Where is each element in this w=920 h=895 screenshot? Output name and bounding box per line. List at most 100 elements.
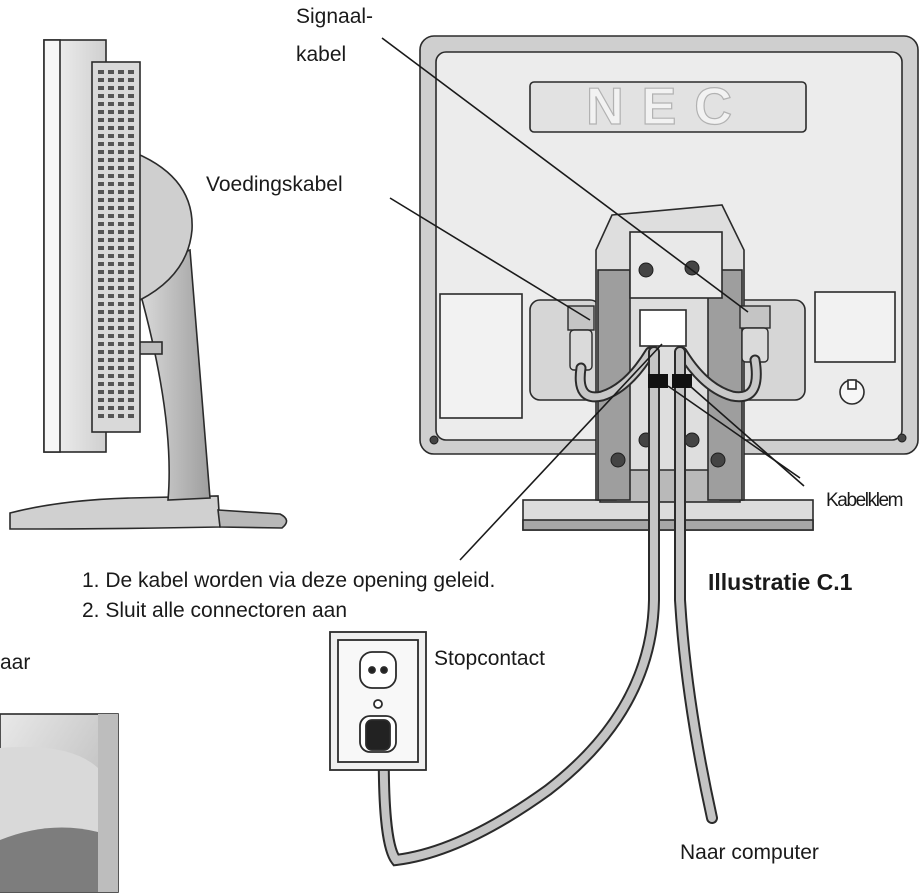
vent-slot [128, 374, 134, 378]
label-outlet: Stopcontact [434, 647, 545, 670]
screw [610, 452, 626, 468]
vent-slot [98, 142, 104, 146]
vent-slot [128, 294, 134, 298]
side-bezel-edge [43, 39, 61, 453]
screw [684, 432, 700, 448]
vent-slot [108, 206, 114, 210]
vent-slot [98, 270, 104, 274]
vent-slot [128, 86, 134, 90]
instruction-list: 1. De kabel worden via deze opening gele… [82, 566, 495, 626]
vent-slot [128, 206, 134, 210]
vent-slot [118, 94, 124, 98]
vent-slot [118, 342, 124, 346]
vent-slot [128, 366, 134, 370]
vent-slot [98, 326, 104, 330]
vent-slot [118, 230, 124, 234]
power-cable-fill [379, 348, 658, 865]
vent-slot [118, 398, 124, 402]
corner-screw [897, 433, 907, 443]
vent-slot [128, 398, 134, 402]
vent-slot [108, 366, 114, 370]
outlet-screw [373, 699, 383, 709]
vent-slot [108, 406, 114, 410]
instruction-step-2: 2. Sluit alle connectoren aan [82, 599, 348, 622]
vent-slot [98, 198, 104, 202]
vent-slot [128, 254, 134, 258]
outlet-pin [380, 666, 388, 674]
vent-slot [118, 102, 124, 106]
vent-slot [108, 94, 114, 98]
vent-slot [98, 230, 104, 234]
vent-slot [128, 246, 134, 250]
outlet-pin [368, 666, 376, 674]
vent-slot [128, 182, 134, 186]
vent-slot [118, 246, 124, 250]
vent-slot [118, 294, 124, 298]
leader-lines [381, 37, 805, 561]
vent-slot [118, 414, 124, 418]
vent-slot [128, 110, 134, 114]
vent-slot [98, 214, 104, 218]
vent-slot [98, 158, 104, 162]
vent-slot [108, 382, 114, 386]
vent-slot [128, 102, 134, 106]
vent-slot [98, 254, 104, 258]
power-plug-head [365, 719, 391, 751]
vent-slot [118, 278, 124, 282]
vent-slot [118, 70, 124, 74]
vent-slot [98, 174, 104, 178]
left-recess [439, 293, 523, 419]
vent-slot [118, 382, 124, 386]
vent-slot [128, 302, 134, 306]
vent-slot [108, 230, 114, 234]
vent-slot [108, 166, 114, 170]
vent-slot [98, 94, 104, 98]
vent-slot [118, 374, 124, 378]
cable-opening [639, 309, 687, 347]
vent-slot [98, 278, 104, 282]
vent-slot [108, 262, 114, 266]
vent-slot [108, 318, 114, 322]
vent-slot [98, 182, 104, 186]
vent-slot [108, 278, 114, 282]
vent-slot [98, 126, 104, 130]
vent-slot [118, 270, 124, 274]
vent-slot [118, 238, 124, 242]
inset-edge [98, 714, 118, 892]
vent-slot [128, 358, 134, 362]
wall-outlet [329, 631, 427, 771]
vent-slot [108, 374, 114, 378]
vent-slot [108, 134, 114, 138]
vent-slot [128, 326, 134, 330]
vent-slot [108, 174, 114, 178]
vent-slot [128, 142, 134, 146]
vent-slot [118, 254, 124, 258]
vent-slot [128, 390, 134, 394]
vent-slot [108, 78, 114, 82]
vent-slot [118, 350, 124, 354]
vent-slot [128, 70, 134, 74]
vent-slot [128, 310, 134, 314]
vent-slot [98, 294, 104, 298]
vent-slot [108, 270, 114, 274]
vent-slot [108, 294, 114, 298]
vent-slot [98, 390, 104, 394]
side-vent-slots [98, 70, 134, 418]
label-signal-cable-line1: Signaal- [296, 5, 374, 28]
corner-screw [429, 435, 439, 445]
vent-slot [118, 334, 124, 338]
vent-slot [118, 326, 124, 330]
vent-slot [98, 334, 104, 338]
side-hinge [127, 148, 193, 301]
vent-slot [118, 198, 124, 202]
vent-slot [118, 206, 124, 210]
side-base-foot [217, 509, 288, 529]
vent-slot [108, 254, 114, 258]
vent-slot [108, 238, 114, 242]
vent-slot [128, 190, 134, 194]
right-recess [814, 291, 896, 363]
vent-slot [128, 78, 134, 82]
vent-slot [128, 126, 134, 130]
vent-slot [108, 342, 114, 346]
